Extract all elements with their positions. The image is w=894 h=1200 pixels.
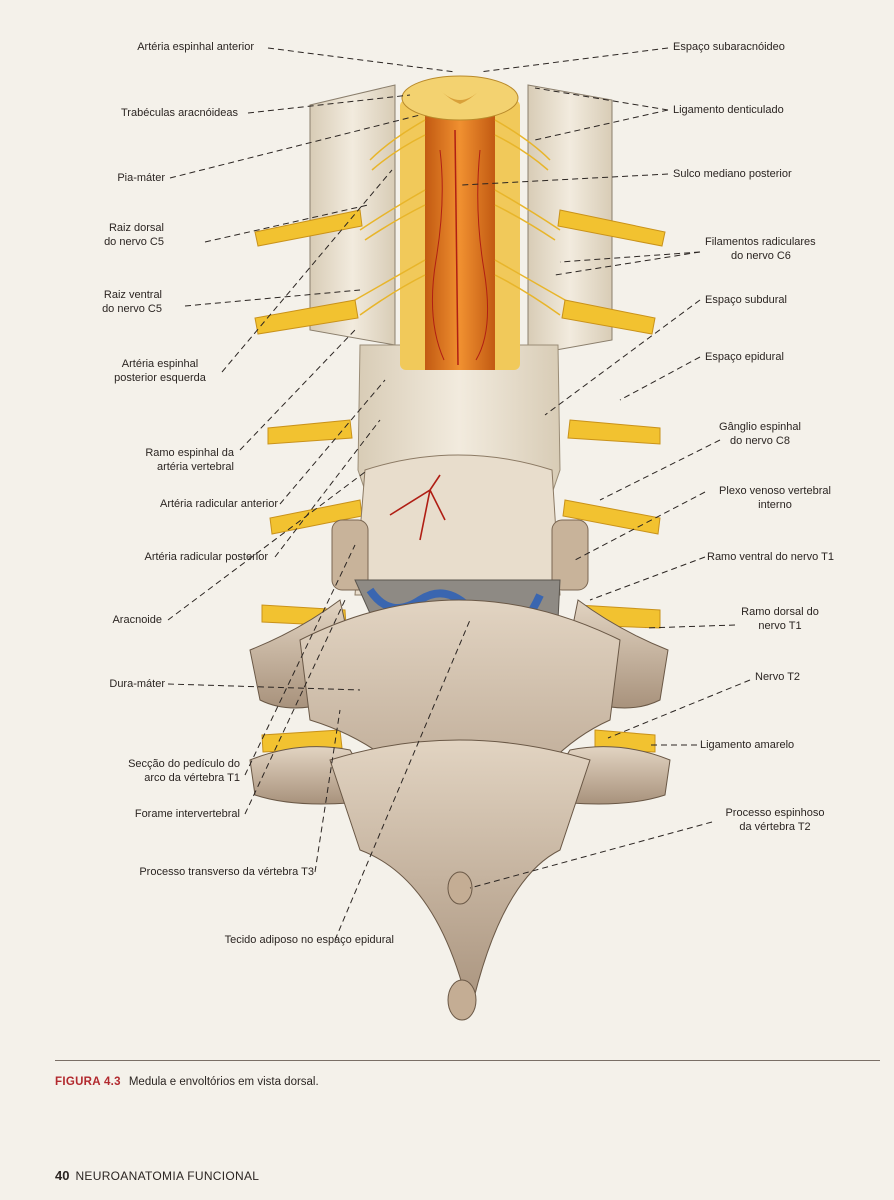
label-filamentos-radiculares: Filamentos radiculares do nervo C6: [705, 236, 816, 262]
label-seccao-pediculo: Secção do pedículo do arco da vértebra T…: [128, 758, 240, 784]
label-ramo-dorsal-t1: Ramo dorsal do nervo T1: [741, 606, 819, 632]
label-tecido-adiposo: Tecido adiposo no espaço epidural: [224, 934, 394, 946]
radicular-artery: [389, 474, 446, 541]
leader-lines: [167, 47, 751, 941]
label-pia-mater: Pia-máter: [117, 172, 165, 184]
vertebrae: [249, 454, 671, 1021]
label-trabeculas-aracnoideas: Trabéculas aracnóideas: [121, 107, 238, 119]
label-forame-intervertebral: Forame intervertebral: [134, 808, 240, 820]
caption-text: Medula e envoltórios em vista dorsal.: [128, 1076, 319, 1088]
label-raiz-ventral-c5: Raiz ventral do nervo C5: [102, 289, 162, 315]
label-plexo-venoso: Plexo venoso vertebral interno: [719, 485, 831, 511]
label-arteria-radicular-anterior: Artéria radicular anterior: [160, 498, 278, 510]
page-footer: 40 NEUROANATOMIA FUNCIONAL: [55, 1168, 259, 1183]
label-arteria-espinhal-anterior: Artéria espinhal anterior: [137, 41, 254, 53]
label-ramo-espinhal: Ramo espinhal da artéria vertebral: [145, 447, 234, 473]
label-processo-espinhoso: Processo espinhoso da vértebra T2: [725, 807, 825, 833]
page-number: 40: [55, 1168, 70, 1183]
caption-rule: [55, 1060, 880, 1061]
label-espaco-epidural: Espaço epidural: [705, 351, 784, 363]
label-processo-transverso: Processo transverso da vértebra T3: [139, 866, 314, 878]
label-arteria-radicular-posterior: Artéria radicular posterior: [144, 551, 269, 563]
spinal-cord: [400, 75, 520, 370]
label-ramo-ventral-t1: Ramo ventral do nervo T1: [707, 551, 834, 563]
label-dura-mater: Dura-máter: [109, 678, 165, 690]
figure-number: FIGURA 4.3: [55, 1076, 121, 1088]
label-espaco-subaracnoideo: Espaço subaracnóideo: [673, 41, 785, 53]
running-title: NEUROANATOMIA FUNCIONAL: [75, 1169, 260, 1183]
label-ligamento-amarelo: Ligamento amarelo: [700, 739, 795, 751]
label-raiz-dorsal-c5: Raiz dorsal do nervo C5: [104, 222, 164, 248]
label-sulco-mediano: Sulco mediano posterior: [673, 168, 792, 180]
label-nervo-t2: Nervo T2: [755, 671, 801, 683]
label-ganglio-espinhal: Gânglio espinhal do nervo C8: [719, 421, 801, 447]
nerve-rootlets: [354, 119, 566, 316]
label-aracnoide: Aracnoide: [112, 614, 162, 626]
spinal-nerves: [254, 209, 666, 753]
spinal-cord-illustration: [167, 47, 751, 1021]
figure-caption: FIGURA 4.3 Medula e envoltórios em vista …: [55, 1076, 319, 1088]
label-arteria-espinhal-posterior: Artéria espinhal posterior esquerda: [114, 358, 206, 384]
label-ligamento-denticulado: Ligamento denticulado: [673, 104, 784, 116]
label-espaco-subdural: Espaço subdural: [705, 294, 787, 306]
